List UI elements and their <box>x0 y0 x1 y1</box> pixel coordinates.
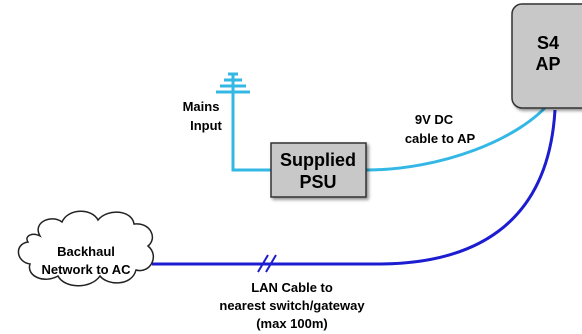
lan-cable-label-line3: (max 100m) <box>256 316 328 331</box>
dc-cable-label-line2: cable to AP <box>405 131 476 146</box>
mains-plug-icon <box>216 72 250 96</box>
lan-cable-label-line2: nearest switch/gateway <box>219 298 365 313</box>
psu-label-line1: Supplied <box>280 150 356 170</box>
psu-device: Supplied PSU <box>270 142 367 198</box>
backhaul-cloud: Backhaul Network to AC <box>17 210 154 287</box>
lan-cable-label-line1: LAN Cable to <box>251 280 333 295</box>
backhaul-label-line2: Network to AC <box>41 262 131 277</box>
ap-device: S4 AP <box>511 3 582 109</box>
ap-label-line1: S4 <box>537 33 559 53</box>
backhaul-label-line1: Backhaul <box>57 244 115 259</box>
mains-label-line2: Input <box>190 118 222 133</box>
mains-cable <box>231 94 272 172</box>
ap-label-line2: AP <box>535 54 560 74</box>
dc-cable <box>365 99 554 172</box>
cable-break-marks <box>257 254 277 273</box>
dc-cable-label-line1: 9V DC <box>415 112 454 127</box>
lan-cable <box>152 109 557 266</box>
mains-label-line1: Mains <box>183 99 220 114</box>
psu-label-line2: PSU <box>299 172 336 192</box>
